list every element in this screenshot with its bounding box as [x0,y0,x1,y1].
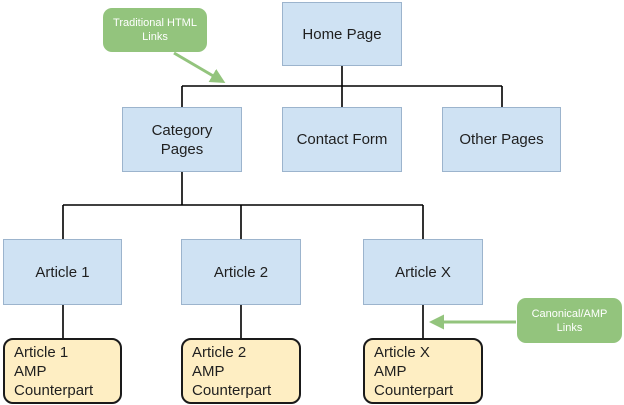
node-article-2: Article 2 [181,239,301,305]
annotation-canonical-amp-links: Canonical/AMP Links [517,298,622,343]
article-to-amp-connectors [62,305,424,338]
node-article-2-amp-counterpart: Article 2 AMP Counterpart [181,338,301,404]
home-to-row2-connectors [181,66,503,107]
traditional-links-arrow-icon [173,51,226,84]
annotation-traditional-html-links: Traditional HTML Links [103,8,207,52]
node-home-page: Home Page [282,2,402,66]
node-contact-form: Contact Form [282,107,402,172]
node-other-pages: Other Pages [442,107,561,172]
node-article-1: Article 1 [3,239,122,305]
node-article-x-amp-counterpart: Article X AMP Counterpart [363,338,483,404]
node-article-x: Article X [363,239,483,305]
node-category-pages: Category Pages [122,107,242,172]
category-to-articles-connectors [62,172,424,239]
node-article-1-amp-counterpart: Article 1 AMP Counterpart [3,338,122,404]
